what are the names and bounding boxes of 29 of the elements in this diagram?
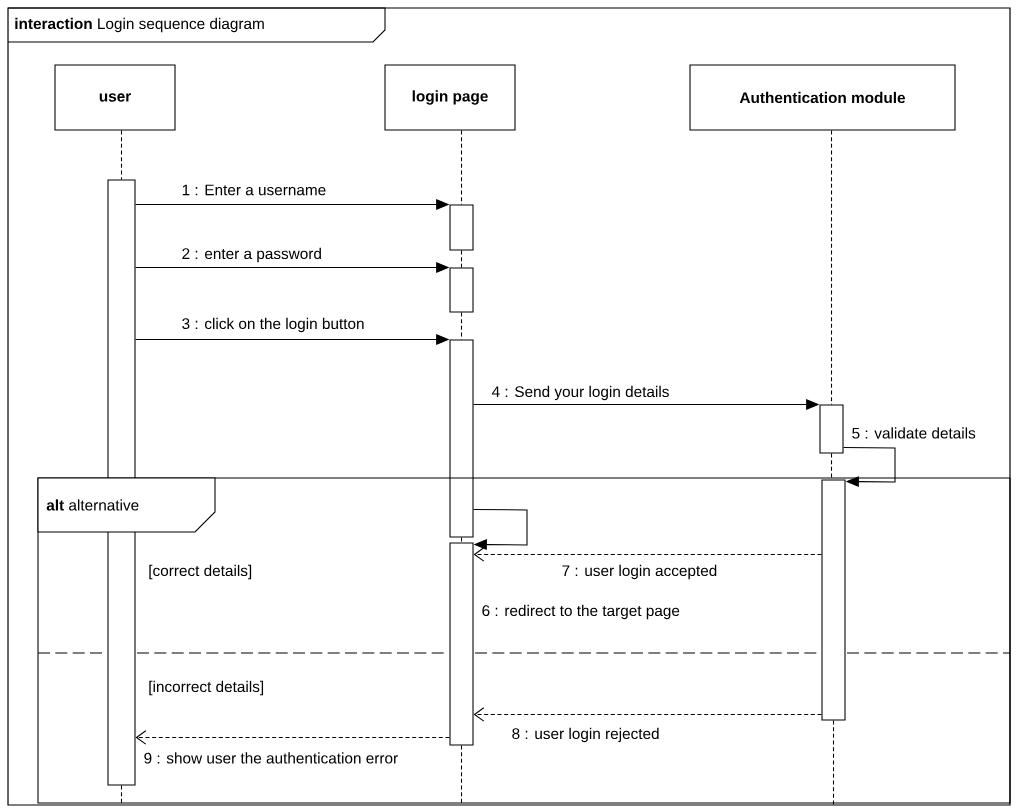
activation-bar: [449, 267, 474, 313]
edge-label: 5 : validate details: [850, 426, 978, 440]
guard-condition: [incorrect details]: [149, 680, 264, 696]
lifeline: [830, 453, 833, 480]
edge-label: 1 : Enter a username: [180, 183, 328, 197]
participant-box: login page: [384, 64, 516, 131]
activation-bar: [821, 479, 846, 721]
activation-bar: [449, 204, 474, 251]
message-arrow: [473, 508, 528, 551]
lifeline: [460, 130, 463, 205]
lifeline: [460, 250, 463, 268]
activation-bar: [449, 542, 474, 746]
participant-box: user: [54, 64, 176, 131]
message-arrow: [135, 730, 450, 745]
fragment-label: alt alternative: [46, 499, 139, 511]
edge-label: 9 : show user the authentication error: [142, 751, 400, 765]
lifeline: [120, 130, 123, 180]
lifeline: [830, 130, 833, 405]
lifeline: [460, 312, 463, 340]
activation-bar: [449, 339, 474, 538]
message-arrow: [843, 446, 896, 488]
lifeline: [832, 720, 835, 807]
frame-title: interaction Login sequence diagram: [15, 17, 264, 33]
message-arrow: [473, 547, 822, 562]
message-arrow: [473, 707, 822, 722]
lifeline: [460, 537, 463, 543]
participant-box: Authentication module: [689, 64, 956, 131]
activation-bar: [819, 404, 844, 454]
guard-condition: [correct details]: [149, 564, 252, 580]
